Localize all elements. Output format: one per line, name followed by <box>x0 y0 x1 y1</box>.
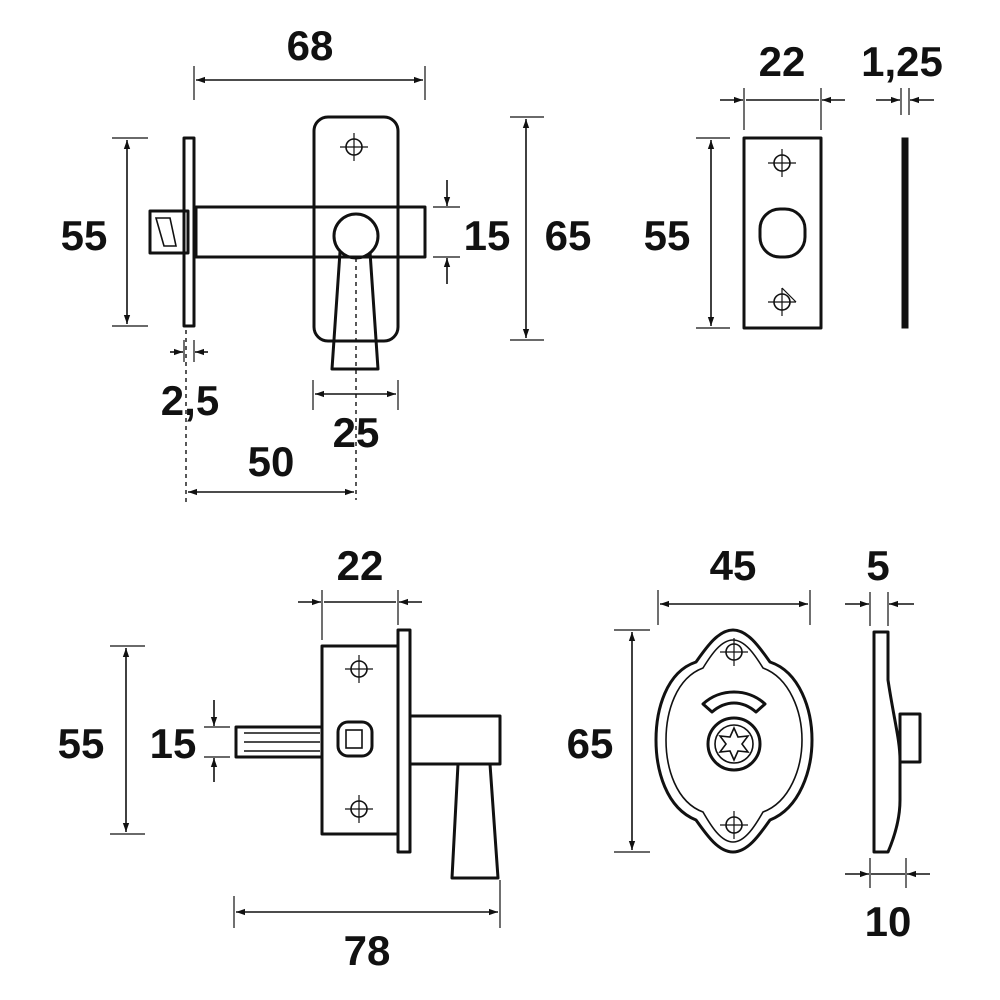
dim-top-left-backset: 50 <box>248 438 295 485</box>
indicator-rose-view <box>654 628 814 854</box>
dim-bottom-right-height: 65 <box>567 720 614 767</box>
dim-bottom-left-height: 55 <box>58 720 105 767</box>
dim-bottom-left-bolt: 15 <box>150 720 197 767</box>
indicator-rose-side-view <box>872 630 922 854</box>
top-left-dimensions <box>112 66 544 496</box>
lock-side-view <box>234 628 502 880</box>
dim-bottom-right-depth: 5 <box>866 542 889 589</box>
dim-top-right-thickness: 1,25 <box>861 38 943 85</box>
bottom-left-dimensions <box>110 590 501 928</box>
dim-bottom-right-width: 45 <box>710 542 757 589</box>
dim-top-left-total: 65 <box>545 212 592 259</box>
dim-top-left-height: 55 <box>61 212 108 259</box>
bottom-right-dimensions <box>614 590 930 888</box>
dim-top-left-width: 68 <box>287 22 334 69</box>
dim-top-right-height: 55 <box>644 212 691 259</box>
dim-top-left-handle: 25 <box>333 409 380 456</box>
bolt-lock-front-view <box>148 115 427 505</box>
dim-top-left-bolt: 15 <box>464 212 511 259</box>
dim-bottom-left-length: 78 <box>344 927 391 974</box>
dimension-labels: 68 55 15 65 2,5 25 50 22 1,25 55 22 55 1… <box>58 22 943 974</box>
dim-top-right-width: 22 <box>759 38 806 85</box>
dim-bottom-right-total: 10 <box>865 898 912 945</box>
dim-bottom-left-width: 22 <box>337 542 384 589</box>
strike-plate-view <box>742 136 909 330</box>
top-right-dimensions <box>696 88 934 329</box>
dim-top-left-plate: 2,5 <box>161 377 219 424</box>
